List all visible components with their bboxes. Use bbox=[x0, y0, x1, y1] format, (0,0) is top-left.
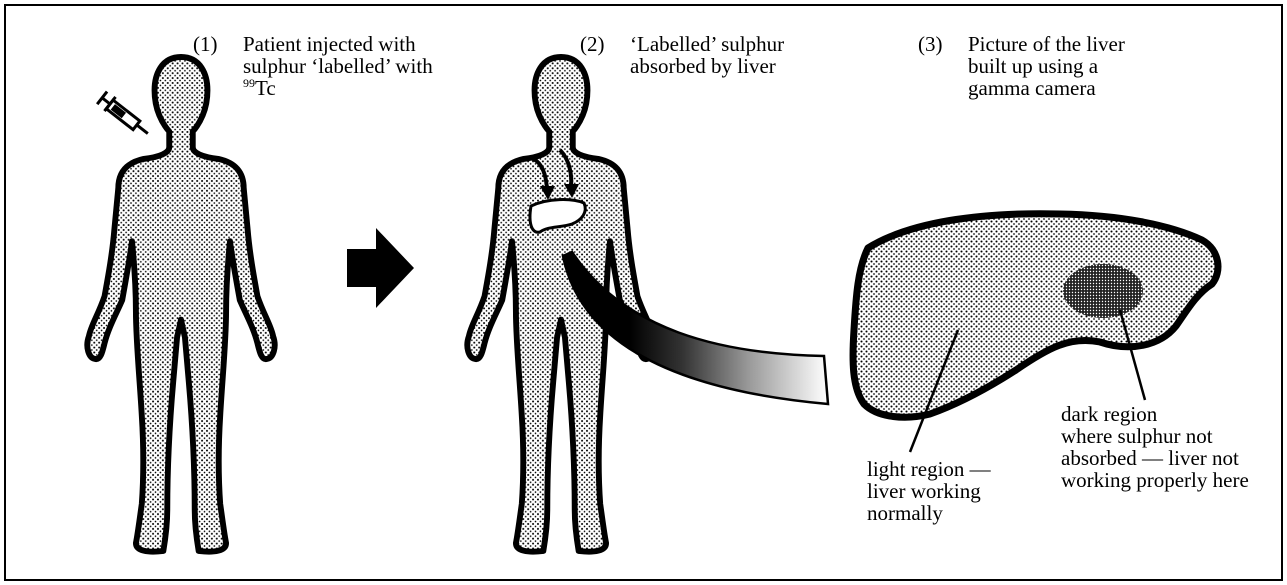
isotope-symbol: Tc bbox=[255, 76, 276, 100]
step-2-caption-line-2: absorbed by liver bbox=[630, 55, 776, 77]
step-3-caption-line-1: Picture of the liver bbox=[968, 33, 1125, 55]
dark-region-label-line-4: working properly here bbox=[1061, 469, 1249, 491]
light-region-label-line-3: normally bbox=[867, 502, 943, 524]
dark-region-label-line-3: absorbed — liver not bbox=[1061, 447, 1239, 469]
dark-region-patch bbox=[1063, 264, 1143, 318]
isotope-mass-number: 99 bbox=[243, 76, 255, 90]
step-2-caption-line-1: ‘Labelled’ sulphur bbox=[630, 33, 784, 55]
light-region-label-line-1: light region — bbox=[867, 458, 991, 480]
process-arrow-icon bbox=[347, 228, 414, 308]
dark-region-label-line-1: dark region bbox=[1061, 403, 1157, 425]
step-1-number: (1) bbox=[193, 33, 218, 55]
step-2-number: (2) bbox=[580, 33, 605, 55]
step-3-caption-line-3: gamma camera bbox=[968, 77, 1096, 99]
step-1-caption-line-1: Patient injected with bbox=[243, 33, 416, 55]
step-3-caption-line-2: built up using a bbox=[968, 55, 1098, 77]
step-1-caption-line-3: 99Tc bbox=[243, 77, 276, 99]
step-3-number: (3) bbox=[918, 33, 943, 55]
liver-scan-image bbox=[853, 214, 1218, 417]
light-region-label-line-2: liver working bbox=[867, 480, 981, 502]
patient-figure-1 bbox=[87, 57, 274, 552]
syringe-icon bbox=[97, 91, 154, 141]
dark-region-label-line-2: where sulphur not bbox=[1061, 425, 1213, 447]
patient-figure-2 bbox=[467, 57, 654, 552]
step-1-caption-line-2: sulphur ‘labelled’ with bbox=[243, 55, 433, 77]
